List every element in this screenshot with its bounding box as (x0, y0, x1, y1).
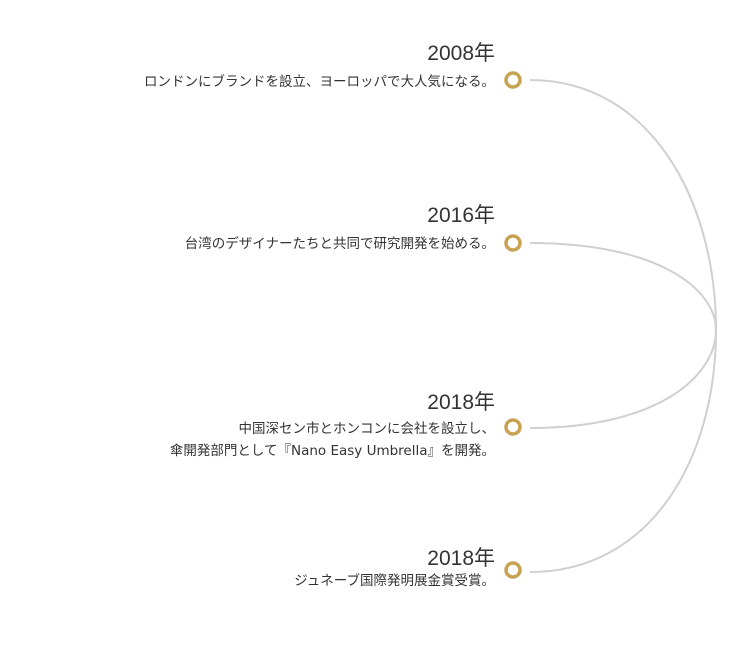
connector-line (529, 329, 717, 573)
entry-year: 2018年 (427, 391, 495, 414)
entry-description: 傘開発部門として『Nano Easy Umbrella』を開発。 (169, 443, 495, 459)
entry-description: 中国深セン市とホンコンに会社を設立し、 (238, 421, 496, 437)
connector-line (529, 329, 717, 429)
connector-line (529, 79, 717, 331)
timeline-node-icon (504, 418, 522, 436)
timeline-entry: 2018年 中国深セン市とホンコンに会社を設立し、 傘開発部門として『Nano … (170, 390, 495, 462)
timeline-node-icon (504, 561, 522, 579)
connector-line (529, 242, 717, 331)
timeline-entry: 2008年 ロンドンにブランドを設立、ヨーロッパで大人気になる。 (144, 41, 495, 93)
entry-description: ロンドンにブランドを設立、ヨーロッパで大人気になる。 (144, 74, 495, 90)
timeline-node-icon (504, 234, 522, 252)
entry-description: 台湾のデザイナーたちと共同で研究開発を始める。 (184, 236, 495, 252)
entry-year: 2016年 (427, 204, 495, 227)
entry-year: 2008年 (427, 42, 495, 65)
entry-description: ジュネーブ国際発明展金賞受賞。 (294, 573, 495, 589)
timeline-entry: 2016年 台湾のデザイナーたちと共同で研究開発を始める。 (185, 203, 495, 255)
entry-year: 2018年 (427, 547, 495, 570)
timeline-node-icon (504, 71, 522, 89)
timeline-entry: 2018年 ジュネーブ国際発明展金賞受賞。 (294, 546, 495, 592)
